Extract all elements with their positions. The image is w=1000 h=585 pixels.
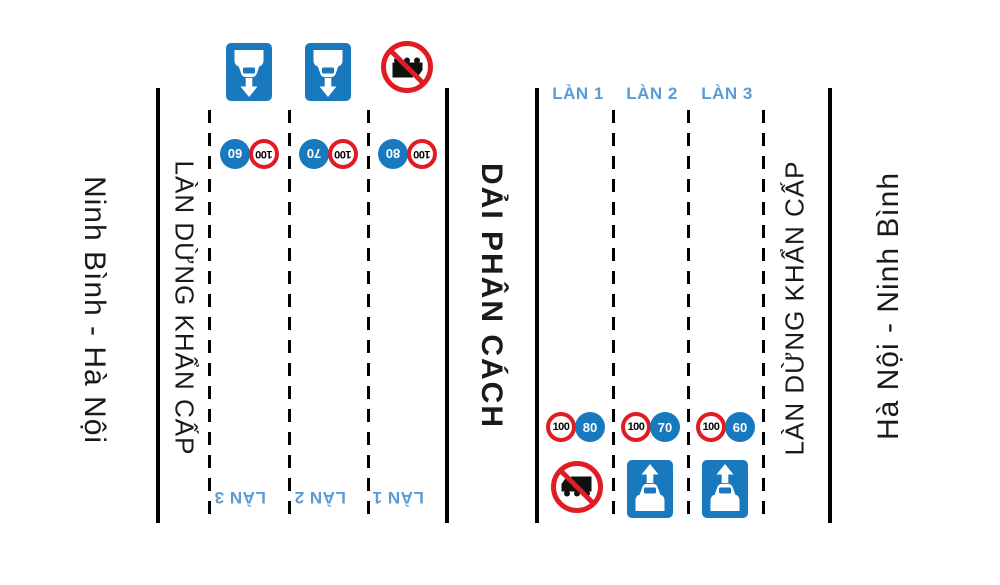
max-speed-sign: 100	[696, 412, 726, 442]
right-emergency-lane-label: LÀN DỪNG KHẨN CẤP	[779, 160, 810, 456]
lane-label-left-2: LÀN 2	[294, 488, 346, 507]
right-road-inner-edge-line	[535, 88, 539, 523]
no-truck-sign-icon	[381, 41, 433, 93]
car-lane-sign-icon	[226, 43, 272, 101]
lane-label-left-3: LÀN 3	[214, 488, 266, 507]
lane-label-right-2: LÀN 2	[626, 84, 678, 103]
car-lane-sign-icon	[627, 460, 673, 518]
left-lane-divider-1	[208, 110, 211, 520]
left-direction-label: Ninh Bình - Hà Nội	[78, 175, 111, 445]
right-direction-label: Hà Nội - Ninh Bình	[872, 171, 905, 441]
min-speed-sign: 60	[220, 139, 250, 169]
car-lane-sign-icon	[305, 43, 351, 101]
left-lane-divider-3	[367, 110, 370, 520]
lane-label-left-1: LÀN 1	[372, 488, 424, 507]
max-speed-sign: 100	[621, 412, 651, 442]
left-road-inner-edge-line	[445, 88, 449, 523]
max-speed-sign: 100	[249, 139, 279, 169]
max-speed-sign: 100	[328, 139, 358, 169]
max-speed-sign: 100	[407, 139, 437, 169]
min-speed-sign: 70	[650, 412, 680, 442]
right-lane-divider-1	[612, 110, 615, 520]
min-speed-sign: 60	[725, 412, 755, 442]
lane-label-right-1: LÀN 1	[552, 84, 604, 103]
right-lane-divider-3	[762, 110, 765, 520]
no-truck-sign-icon	[551, 461, 603, 513]
min-speed-sign: 70	[299, 139, 329, 169]
lane-label-right-3: LÀN 3	[701, 84, 753, 103]
left-emergency-lane-label: LÀN DỪNG KHẨN CẤP	[169, 160, 200, 456]
median-strip-label: DẢI PHÂN CÁCH	[475, 163, 508, 429]
right-road-outer-edge-line	[828, 88, 832, 523]
min-speed-sign: 80	[378, 139, 408, 169]
left-road-outer-edge-line	[156, 88, 160, 523]
left-lane-divider-2	[288, 110, 291, 520]
min-speed-sign: 80	[575, 412, 605, 442]
right-lane-divider-2	[687, 110, 690, 520]
max-speed-sign: 100	[546, 412, 576, 442]
car-lane-sign-icon	[702, 460, 748, 518]
